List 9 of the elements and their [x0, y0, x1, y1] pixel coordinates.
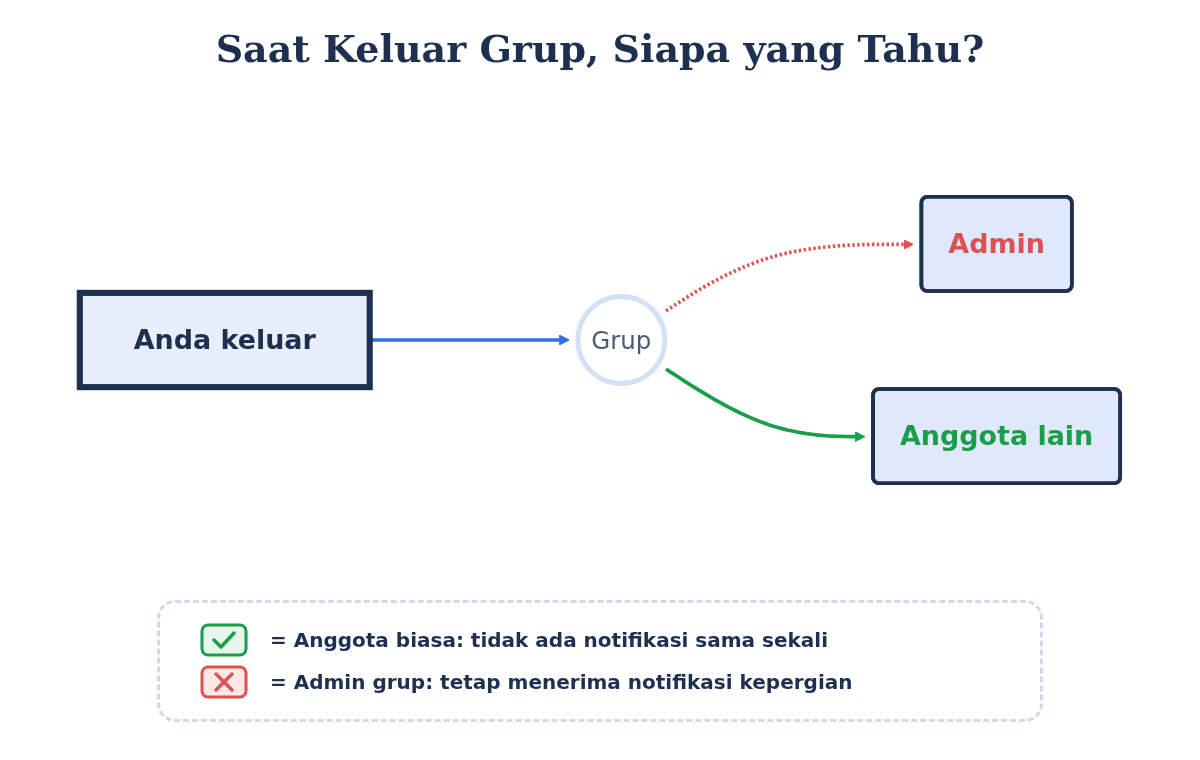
- arrow: [665, 367, 866, 442]
- legend-text: = Admin grup: tetap menerima notifikasi kepergian: [270, 670, 853, 694]
- member-box: Anggota lain: [871, 387, 1123, 486]
- legend-text: = Anggota biasa: tidak ada notifikasi sama sekali: [270, 628, 829, 652]
- diagram-title: Saat Keluar Grup, Siapa yang Tahu?: [215, 26, 985, 71]
- exit-box: Anda keluar: [76, 289, 373, 391]
- dashed-arrow: [665, 239, 914, 313]
- admin-box: Admin: [919, 194, 1074, 293]
- group-circle: Grup: [575, 294, 668, 386]
